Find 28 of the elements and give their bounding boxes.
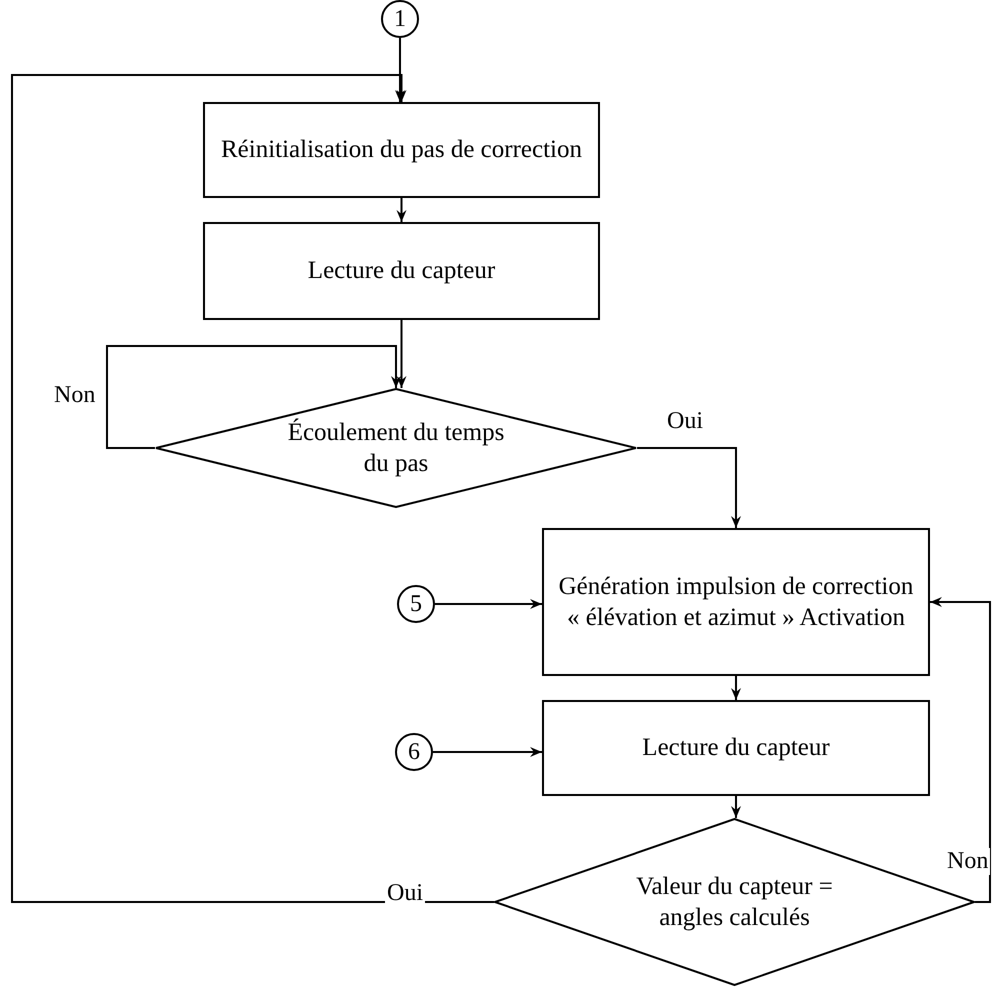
arrow: [395, 38, 405, 102]
process-box: [542, 700, 930, 796]
step-text: Écoulement du temps du pas: [286, 418, 506, 479]
step-text: Lecture du capteur: [308, 256, 496, 286]
step-text: Valeur du capteur = angles calculés: [635, 872, 834, 933]
arrow: [396, 320, 406, 388]
arrow: [396, 198, 406, 222]
arrow: [11, 74, 494, 903]
connector-circle: [381, 0, 419, 38]
arrow: [435, 599, 542, 609]
arrow: [930, 597, 991, 903]
arrow: [731, 796, 741, 818]
connector-number: 5: [410, 590, 422, 619]
step-text: Réinitialisation du pas de correction: [220, 135, 582, 166]
edge-label: Non: [945, 848, 990, 875]
process-box: [203, 102, 600, 198]
connector-circle: [395, 733, 433, 771]
process-box: [542, 528, 930, 676]
arrow: [433, 747, 542, 757]
connector-circle: [397, 585, 435, 623]
connector-number: 1: [394, 5, 406, 34]
step-text: Lecture du capteur: [642, 733, 830, 764]
arrow: [106, 345, 401, 449]
connector-number: 6: [408, 738, 420, 767]
step-text: Génération impulsion de correction « élévation et azimut » Activation: [558, 572, 914, 633]
arrow: [731, 676, 741, 700]
arrow: [637, 447, 741, 528]
process-box: [203, 222, 600, 320]
